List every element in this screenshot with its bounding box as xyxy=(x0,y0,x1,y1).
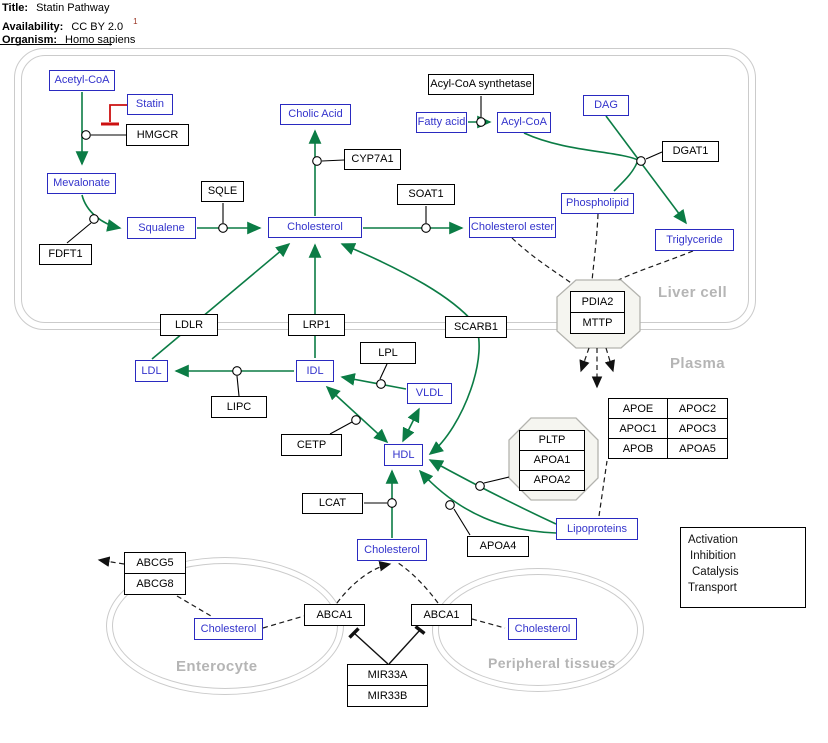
node-dgat1[interactable]: DGAT1 xyxy=(662,141,719,162)
liver-cell-label: Liver cell xyxy=(658,284,728,301)
pathway-title: Title:Statin Pathway xyxy=(2,2,110,14)
node-apoc3[interactable]: APOC3 xyxy=(667,418,728,439)
footnote-superscript[interactable]: 1 xyxy=(133,17,138,26)
node-apoc1[interactable]: APOC1 xyxy=(608,418,668,439)
catalysis-circle-lcat xyxy=(387,498,397,508)
node-abcg5[interactable]: ABCG5 xyxy=(124,552,186,574)
link-apoa4 xyxy=(453,508,471,536)
link-pltp-complex xyxy=(483,476,510,484)
node-cholesterol-ester[interactable]: Cholesterol ester xyxy=(469,217,556,238)
enterocyte-membrane-outer xyxy=(106,557,344,695)
link-lipc xyxy=(236,375,240,397)
node-dag[interactable]: DAG xyxy=(583,95,629,116)
node-lipoproteins[interactable]: Lipoproteins xyxy=(556,518,638,540)
node-apoe[interactable]: APOE xyxy=(608,398,668,419)
node-mevalonate[interactable]: Mevalonate xyxy=(47,173,116,194)
node-soat1[interactable]: SOAT1 xyxy=(397,184,455,205)
node-lpl[interactable]: LPL xyxy=(360,342,416,364)
node-abca1-peripheral[interactable]: ABCA1 xyxy=(411,604,472,626)
node-ldlr[interactable]: LDLR xyxy=(160,314,218,336)
node-lcat[interactable]: LCAT xyxy=(302,493,363,514)
edge-abcg5-efflux xyxy=(97,556,125,567)
legend-transport-label: Transport xyxy=(688,582,737,594)
peripheral-tissues-membrane-outer xyxy=(432,568,644,692)
enterocyte-label: Enterocyte xyxy=(176,658,258,675)
inhibition-edges-mir33 xyxy=(348,625,426,665)
catalysis-circle-pltp xyxy=(475,481,485,491)
node-apob[interactable]: APOB xyxy=(608,438,668,459)
peripheral-tissues-membrane-inner xyxy=(438,574,638,686)
node-fdft1[interactable]: FDFT1 xyxy=(39,244,92,265)
catalysis-circle-cetp xyxy=(351,415,361,425)
legend-inhibition-label: Inhibition xyxy=(690,550,737,562)
node-apoc2[interactable]: APOC2 xyxy=(667,398,728,419)
edge-lipoproteins-apotable xyxy=(598,460,608,517)
node-cholic-acid[interactable]: Cholic Acid xyxy=(280,104,351,125)
link-lpl xyxy=(379,363,388,380)
node-acyl-coa-synthetase[interactable]: Acyl-CoA synthetase xyxy=(428,74,534,95)
availability-label: Availability: xyxy=(2,21,64,33)
node-cholesterol-enterocyte[interactable]: Cholesterol xyxy=(194,618,263,640)
node-mir33a[interactable]: MIR33A xyxy=(347,664,428,686)
header-divider xyxy=(0,44,112,45)
plasma-label: Plasma xyxy=(670,355,725,372)
node-hmgcr[interactable]: HMGCR xyxy=(126,124,189,146)
node-apoa2[interactable]: APOA2 xyxy=(519,470,585,491)
mir33-abca1left-line xyxy=(353,632,389,665)
node-ldl[interactable]: LDL xyxy=(135,360,168,382)
node-statin[interactable]: Statin xyxy=(127,94,173,115)
node-pltp[interactable]: PLTP xyxy=(519,430,585,451)
node-triglyceride[interactable]: Triglyceride xyxy=(655,229,734,251)
node-cholesterol-peripheral[interactable]: Cholesterol xyxy=(508,618,577,640)
edge-complex-secretion-left xyxy=(579,347,590,373)
node-squalene[interactable]: Squalene xyxy=(127,217,196,239)
node-apoa5[interactable]: APOA5 xyxy=(667,438,728,459)
node-acyl-coa[interactable]: Acyl-CoA xyxy=(497,112,551,133)
mir33-abca1left-tbar xyxy=(348,627,360,639)
node-abca1-enterocyte[interactable]: ABCA1 xyxy=(304,604,365,626)
node-vldl[interactable]: VLDL xyxy=(407,383,452,404)
node-cholesterol-liver[interactable]: Cholesterol xyxy=(268,217,362,238)
node-mir33b[interactable]: MIR33B xyxy=(347,685,428,707)
catalysis-circle-lipc xyxy=(232,366,242,376)
node-abcg8[interactable]: ABCG8 xyxy=(124,573,186,595)
node-apoa1[interactable]: APOA1 xyxy=(519,450,585,471)
node-mttp[interactable]: MTTP xyxy=(570,312,625,334)
node-fatty-acid[interactable]: Fatty acid xyxy=(416,112,467,133)
legend-catalysis-label: Catalysis xyxy=(692,566,739,578)
catalysis-circle-apoa4 xyxy=(445,500,455,510)
legend-activation-label: Activation xyxy=(688,534,738,546)
edge-complex-secretion-right xyxy=(604,347,615,373)
node-lrp1[interactable]: LRP1 xyxy=(288,314,345,336)
node-cetp[interactable]: CETP xyxy=(281,434,342,456)
title-label: Title: xyxy=(2,2,29,14)
node-phospholipid[interactable]: Phospholipid xyxy=(561,193,634,214)
catalysis-circle-lpl xyxy=(376,379,386,389)
organism-label: Organism: xyxy=(2,34,58,46)
node-cyp7a1[interactable]: CYP7A1 xyxy=(344,149,401,170)
pathway-organism: Organism:Homo sapiens xyxy=(2,34,136,46)
edge-abca1right-cholesterolplasma xyxy=(397,562,439,604)
node-sqle[interactable]: SQLE xyxy=(201,181,244,202)
node-apoa4[interactable]: APOA4 xyxy=(467,536,529,557)
edge-abca1left-cholesterolplasma xyxy=(336,561,392,604)
node-hdl[interactable]: HDL xyxy=(384,444,423,466)
node-idl[interactable]: IDL xyxy=(296,360,334,382)
node-acetyl-coa[interactable]: Acetyl-CoA xyxy=(49,70,115,91)
link-cetp xyxy=(329,421,353,435)
legend-box xyxy=(680,527,806,608)
mir33-abca1right-tbar xyxy=(414,625,426,635)
node-pdia2[interactable]: PDIA2 xyxy=(570,291,625,313)
node-lipc[interactable]: LIPC xyxy=(211,396,267,418)
edge-hdl-vldl xyxy=(402,407,420,443)
mir33-abca1right-line xyxy=(388,629,421,665)
enterocyte-membrane-inner xyxy=(112,563,338,689)
peripheral-tissues-label: Peripheral tissues xyxy=(488,655,616,671)
node-cholesterol-plasma[interactable]: Cholesterol xyxy=(357,539,427,561)
node-scarb1[interactable]: SCARB1 xyxy=(445,316,507,338)
edge-vldl-idl xyxy=(340,373,407,390)
